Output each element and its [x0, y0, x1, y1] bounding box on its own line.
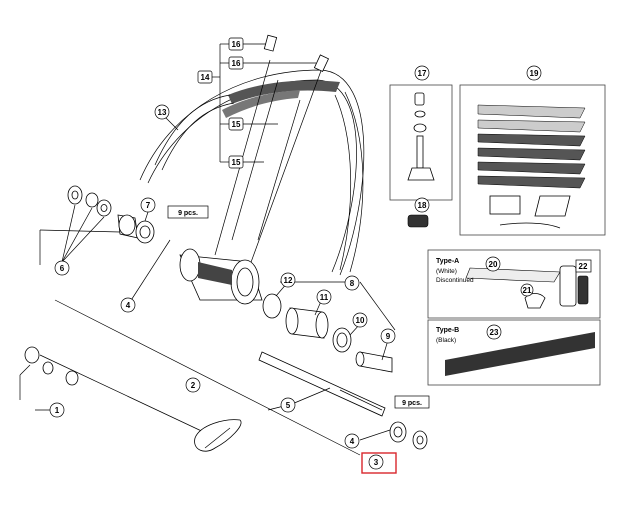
quick-release — [24, 346, 242, 452]
callout-text: 21 — [523, 286, 532, 295]
leader-lines — [19, 43, 396, 456]
callout-4-bottom: 4 — [344, 433, 360, 449]
qty-text: 9 pcs. — [178, 210, 198, 217]
callout-12: 12 — [280, 272, 296, 288]
callout-text: 16 — [232, 59, 241, 68]
callout-text: 9 — [386, 332, 391, 341]
callout-4-top: 4 — [120, 297, 136, 313]
callout-11: 11 — [316, 289, 332, 305]
callout-6: 6 — [54, 260, 70, 276]
callout-14: 14 — [197, 70, 213, 84]
type-a-color: (White) — [436, 268, 457, 275]
spoke-nipple-16a — [263, 34, 278, 52]
callout-17: 17 — [414, 65, 430, 81]
callout-text: 10 — [356, 316, 365, 325]
callout-text: 19 — [530, 69, 539, 78]
hub-right-parts — [389, 421, 428, 450]
callout-15b: 15 — [228, 155, 244, 169]
callout-13: 13 — [154, 104, 170, 120]
type-a-status: Discontinued — [436, 277, 474, 284]
callout-15a: 15 — [228, 117, 244, 131]
callout-8: 8 — [344, 275, 360, 291]
axle — [258, 351, 386, 417]
callout-text: 20 — [489, 260, 498, 269]
callout-text: 18 — [418, 201, 427, 210]
callout-text: 6 — [60, 264, 65, 273]
type-b-box — [427, 319, 601, 386]
callout-3-highlighted[interactable]: 3 — [361, 452, 397, 474]
callout-19: 19 — [526, 65, 542, 81]
callout-text: 13 — [158, 108, 167, 117]
callout-16a: 16 — [228, 37, 244, 51]
callout-text: 1 — [55, 406, 60, 415]
callout-5: 5 — [280, 397, 296, 413]
callout-text: 17 — [418, 69, 427, 78]
callout-23: 23 — [486, 324, 502, 340]
callout-text: 14 — [201, 73, 210, 82]
callout-text: 11 — [320, 293, 329, 302]
qty-text: 9 pcs. — [402, 400, 422, 407]
callout-7: 7 — [140, 197, 156, 213]
callout-text: 3 — [374, 458, 379, 467]
hub-left-parts — [67, 185, 155, 244]
callout-text: 7 — [146, 201, 151, 210]
callout-9: 9 — [380, 328, 396, 344]
callout-21: 21 — [520, 283, 534, 297]
callout-text: 23 — [490, 328, 499, 337]
callout-text: 22 — [579, 262, 588, 271]
callout-2: 2 — [185, 377, 201, 393]
type-b-color: (Black) — [436, 337, 456, 344]
callout-10: 10 — [352, 312, 368, 328]
rim-sticker-set — [459, 84, 606, 236]
callout-text: 15 — [232, 158, 241, 167]
rim — [139, 69, 365, 276]
callout-1: 1 — [49, 402, 65, 418]
type-a-box — [427, 249, 601, 319]
callout-text: 4 — [126, 301, 131, 310]
freehub-parts — [262, 293, 393, 373]
callout-text: 8 — [350, 279, 355, 288]
callout-text: 2 — [191, 381, 196, 390]
qty-label-top: 9 pcs. — [167, 205, 209, 219]
callout-text: 15 — [232, 120, 241, 129]
callout-text: 5 — [286, 401, 291, 410]
callout-22: 22 — [575, 259, 592, 273]
callout-20: 20 — [485, 256, 501, 272]
hub-body — [179, 248, 263, 305]
type-a-title: Type-A — [436, 258, 459, 265]
spoke-nipple-16b — [313, 54, 330, 72]
type-b-title: Type-B — [436, 327, 459, 334]
qty-label-bottom: 9 pcs. — [394, 395, 430, 409]
callout-text: 12 — [284, 276, 293, 285]
callout-16b: 16 — [228, 56, 244, 70]
callout-text: 4 — [350, 437, 355, 446]
callout-18: 18 — [414, 197, 430, 213]
callout-text: 16 — [232, 40, 241, 49]
